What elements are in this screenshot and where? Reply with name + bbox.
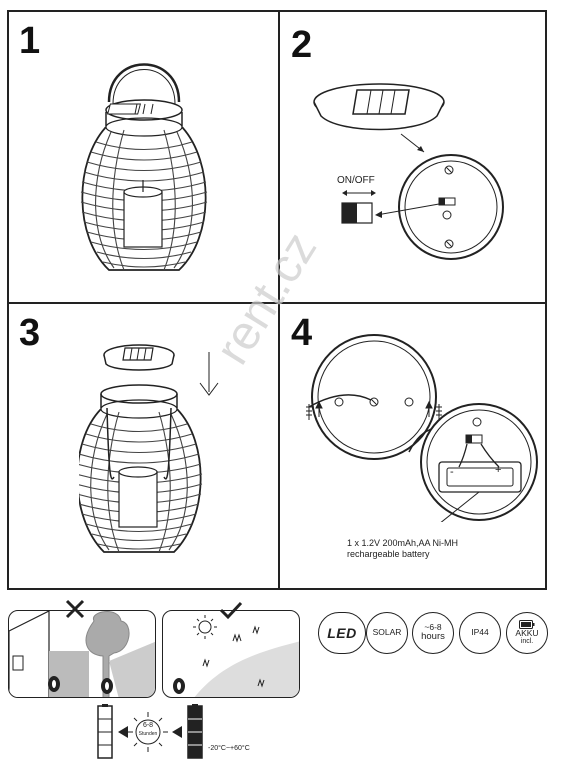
step-number-1: 1 <box>19 20 41 62</box>
solar-label: SOLAR <box>372 627 402 638</box>
grid-divider-vertical <box>278 12 280 588</box>
hours-bottom-label: hours <box>421 631 445 643</box>
shade-placement-illustration <box>9 611 155 697</box>
led-badge: LED <box>318 612 366 654</box>
battery-spec-line1: 1 x 1.2V 200mAh,AA Ni-MH <box>347 538 459 548</box>
checkmark-icon <box>219 601 243 620</box>
lantern-illustration <box>80 63 208 271</box>
temperature-range-label: -20°C~+60°C <box>208 745 250 752</box>
placement-correct-box <box>162 610 300 698</box>
sun-placement-illustration <box>173 615 299 697</box>
battery-icon <box>519 619 535 629</box>
battery-plus-label: + <box>495 464 502 476</box>
step-number-4: 4 <box>291 312 313 354</box>
hours-badge: ~6-8 hours <box>412 612 454 654</box>
instruction-grid: 1 2 3 4 <box>7 10 547 590</box>
assembly-illustration <box>79 344 219 553</box>
step-number-3: 3 <box>19 312 41 354</box>
charge-hours-label: 6-8 <box>142 722 154 729</box>
cross-icon <box>65 599 85 619</box>
ip-label: IP44 <box>471 627 489 638</box>
switch-label: ON/OFF <box>337 175 375 186</box>
led-label: LED <box>327 625 357 641</box>
solar-unit-switch-illustration <box>313 83 504 260</box>
battery-spec-line2: rechargeable battery <box>347 549 430 559</box>
hours-top-label: ~6-8 <box>424 622 442 633</box>
akku-bottom-label: incl. <box>520 638 534 646</box>
battery-compartment-illustration <box>306 334 538 522</box>
charging-sequence-illustration <box>97 704 203 759</box>
step-number-2: 2 <box>291 24 313 66</box>
placement-wrong-box <box>8 610 156 698</box>
solar-badge: SOLAR <box>366 612 408 654</box>
charge-stunden-label: Stunden <box>138 731 158 737</box>
grid-divider-horizontal <box>9 302 545 304</box>
ip-rating-badge: IP44 <box>459 612 501 654</box>
akku-badge: AKKU incl. <box>506 612 548 654</box>
battery-minus-label: - <box>450 466 454 478</box>
akku-top-label: AKKU <box>515 627 539 638</box>
